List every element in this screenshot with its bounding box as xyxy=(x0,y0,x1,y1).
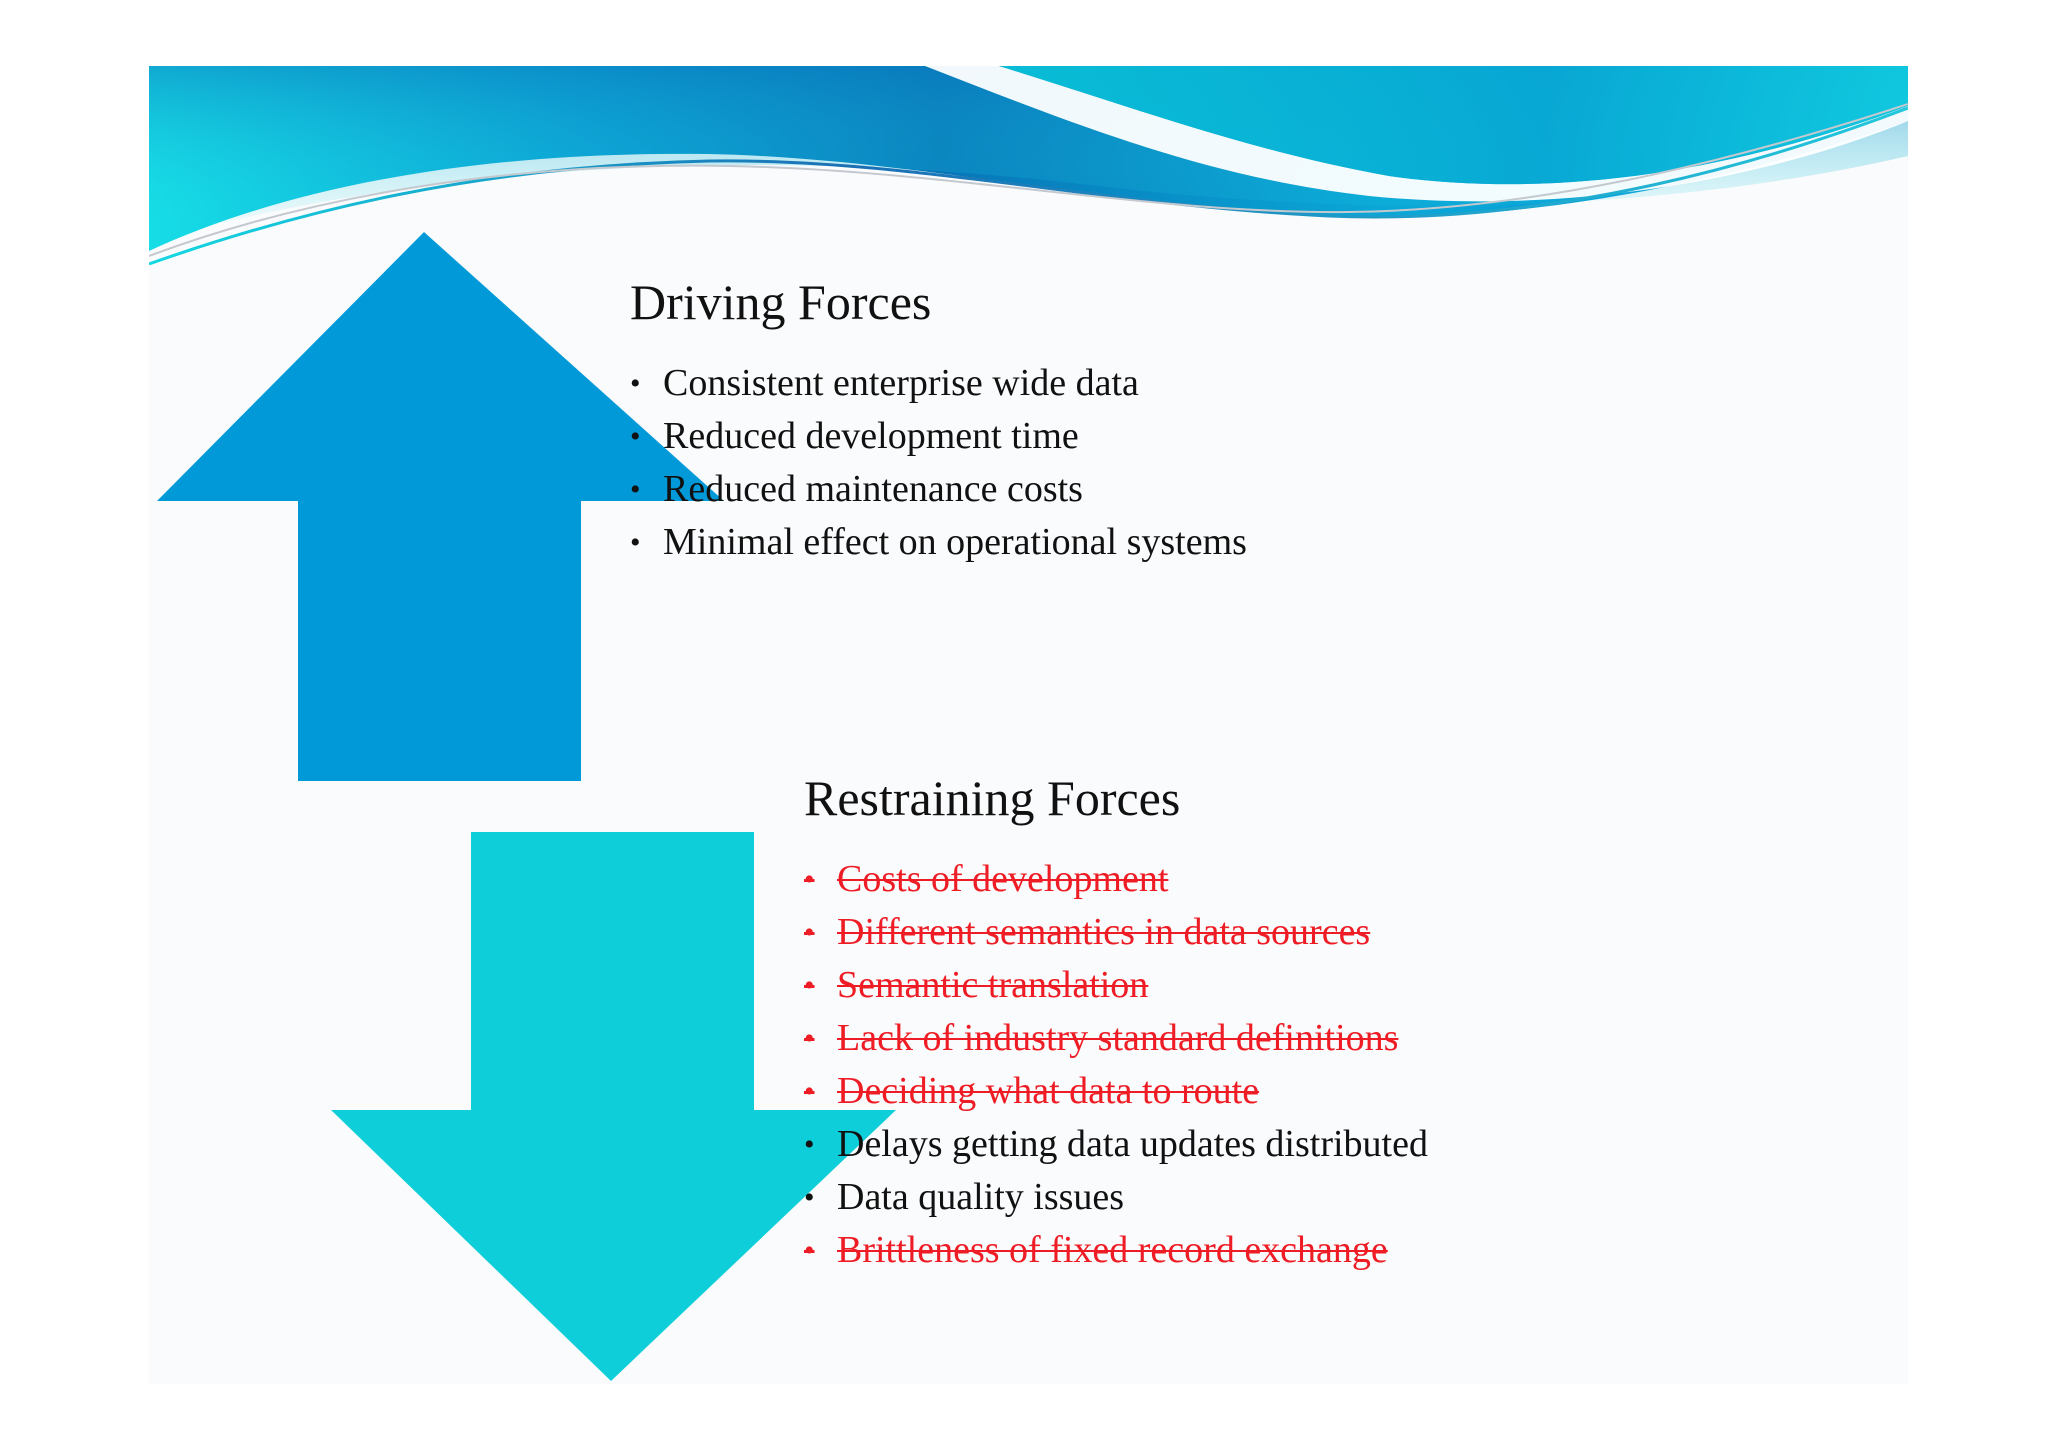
force-arrows xyxy=(157,232,896,1381)
arrow-down-icon xyxy=(331,832,896,1381)
restraining-force-item: Costs of development xyxy=(804,853,1428,906)
restraining-force-item: Delays getting data updates distributed xyxy=(804,1118,1428,1171)
driving-force-item: Consistent enterprise wide data xyxy=(630,357,1247,410)
driving-force-item: Reduced maintenance costs xyxy=(630,463,1247,516)
wave-banner xyxy=(149,66,1908,266)
arrow-up-icon xyxy=(157,232,724,781)
restraining-force-item: Brittleness of fixed record exchange xyxy=(804,1224,1428,1277)
restraining-force-item: Lack of industry standard definitions xyxy=(804,1012,1428,1065)
restraining-forces-heading: Restraining Forces xyxy=(804,770,1181,826)
driving-forces-heading: Driving Forces xyxy=(630,274,932,330)
restraining-force-item: Semantic translation xyxy=(804,959,1428,1012)
banner-line-1 xyxy=(149,106,1908,266)
restraining-force-item: Different semantics in data sources xyxy=(804,906,1428,959)
banner-line-2 xyxy=(149,103,1908,257)
restraining-forces-list: Costs of developmentDifferent semantics … xyxy=(804,853,1428,1277)
restraining-force-item: Deciding what data to route xyxy=(804,1065,1428,1118)
slide xyxy=(149,66,1908,1384)
driving-force-item: Reduced development time xyxy=(630,410,1247,463)
driving-forces-list: Consistent enterprise wide dataReduced d… xyxy=(630,357,1247,569)
banner-swoosh xyxy=(925,66,1908,202)
restraining-force-item: Data quality issues xyxy=(804,1171,1428,1224)
driving-force-item: Minimal effect on operational systems xyxy=(630,516,1247,569)
